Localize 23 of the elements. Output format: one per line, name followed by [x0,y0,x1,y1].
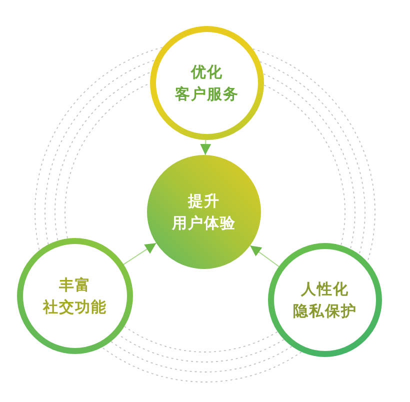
dotted-arc [34,47,163,250]
node-label: 社交功能 [43,297,107,318]
arrow [200,140,212,156]
dotted-arc [124,326,278,352]
dotted-arc [259,61,366,255]
dotted-arc [44,60,156,245]
dotted-arc [102,347,302,382]
dotted-arc [54,72,152,241]
arrow [250,245,280,267]
node-label: 用户体验 [172,213,236,234]
node-label: 人性化 [301,279,349,300]
dotted-arc [252,48,376,262]
node-label: 隐私保护 [293,301,357,322]
node-label: 丰富 [59,275,91,296]
dotted-arc [264,84,346,246]
node-label: 提升 [188,191,220,212]
dotted-arc [64,82,150,239]
dotted-arc [110,341,292,372]
node-label: 客户服务 [175,84,239,105]
dotted-arc [118,334,284,362]
node-label: 优化 [191,62,223,83]
dotted-arc [263,73,356,250]
arrow [123,242,157,265]
